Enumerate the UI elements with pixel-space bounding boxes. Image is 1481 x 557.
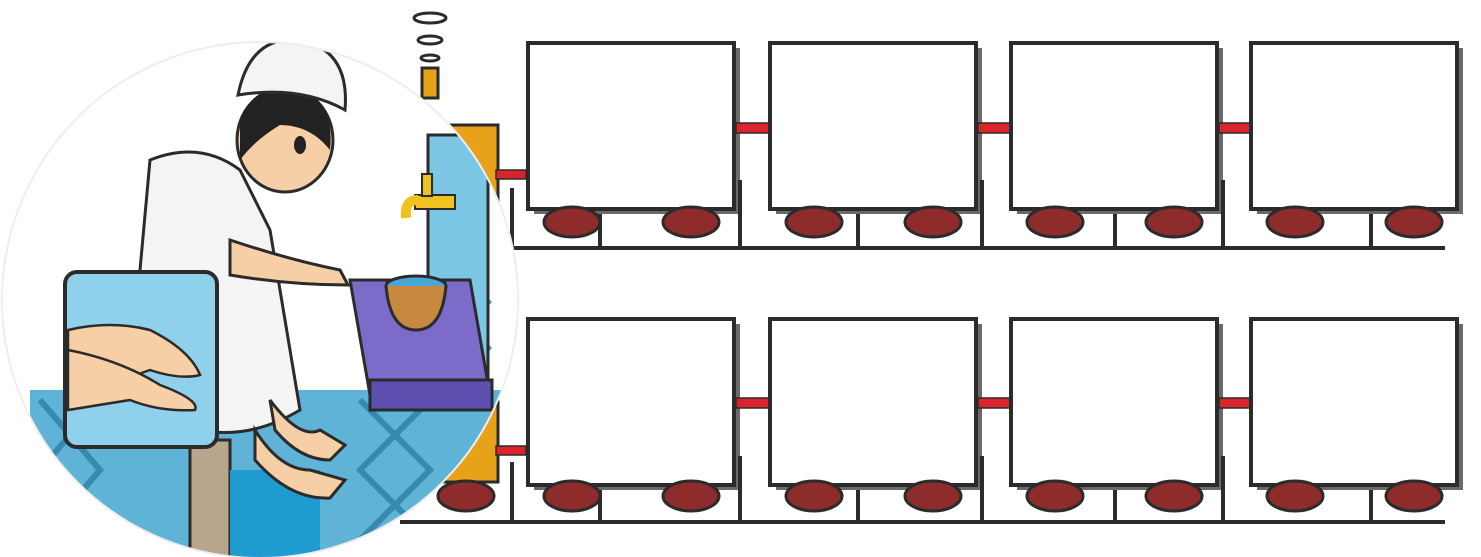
wheel — [663, 207, 719, 237]
wheel — [663, 481, 719, 511]
train-car — [770, 43, 982, 248]
car-answer-box[interactable] — [770, 319, 976, 485]
wheel — [544, 481, 600, 511]
train-top — [414, 13, 1463, 248]
wheel — [1386, 207, 1442, 237]
wheel — [1027, 207, 1083, 237]
train-car — [1011, 319, 1223, 522]
train-car — [528, 43, 740, 248]
coupler — [978, 398, 1012, 408]
wheel — [438, 481, 494, 511]
car-answer-box[interactable] — [1251, 319, 1457, 485]
car-answer-box[interactable] — [528, 43, 734, 209]
wheel — [1146, 481, 1202, 511]
car-answer-box[interactable] — [1011, 319, 1217, 485]
coupler — [1219, 398, 1253, 408]
car-answer-box[interactable] — [1251, 43, 1457, 209]
wheel — [786, 481, 842, 511]
car-answer-box[interactable] — [1011, 43, 1217, 209]
train-car — [1251, 43, 1463, 248]
wheel — [544, 207, 600, 237]
locomotive-smoke-icon — [414, 13, 446, 98]
wheel — [1267, 207, 1323, 237]
wheel — [1027, 481, 1083, 511]
wheel — [1146, 207, 1202, 237]
wheel — [1267, 481, 1323, 511]
coupler — [978, 123, 1012, 133]
coupler — [736, 398, 770, 408]
wheel — [905, 481, 961, 511]
train-car — [528, 319, 740, 522]
wheel — [786, 207, 842, 237]
car-answer-box[interactable] — [770, 43, 976, 209]
car-answer-box[interactable] — [528, 319, 734, 485]
wheel — [1386, 481, 1442, 511]
train-car — [770, 319, 982, 522]
train-car — [1011, 43, 1223, 248]
coupler — [1219, 123, 1253, 133]
coupler — [736, 123, 770, 133]
boy-washing-feet-wudu-illustration — [2, 40, 518, 557]
washing-hands-inset-icon — [65, 272, 217, 447]
train-bottom — [400, 319, 1463, 522]
train-car — [1251, 319, 1463, 522]
wheel — [905, 207, 961, 237]
